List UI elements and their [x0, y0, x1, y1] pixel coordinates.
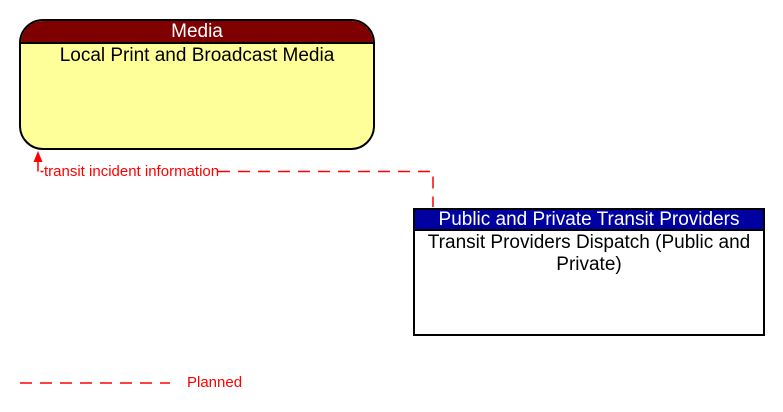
- flow-arrow-shaft: [37, 160, 44, 173]
- entity-media-body: Local Print and Broadcast Media: [59, 45, 335, 66]
- flow-label: transit incident information: [44, 163, 220, 180]
- flow-dashed-line: [218, 170, 434, 207]
- flow-arrowhead-icon: [33, 151, 43, 162]
- legend-planned-label: Planned: [187, 374, 243, 391]
- entity-transit-providers-body: Transit Providers Dispatch (Public and P…: [427, 232, 751, 275]
- entity-media[interactable]: Media Local Print and Broadcast Media: [19, 19, 375, 150]
- entity-transit-providers-header: Public and Private Transit Providers: [415, 210, 763, 231]
- entity-transit-providers[interactable]: Public and Private Transit Providers Tra…: [413, 208, 765, 336]
- entity-media-header: Media: [21, 21, 373, 44]
